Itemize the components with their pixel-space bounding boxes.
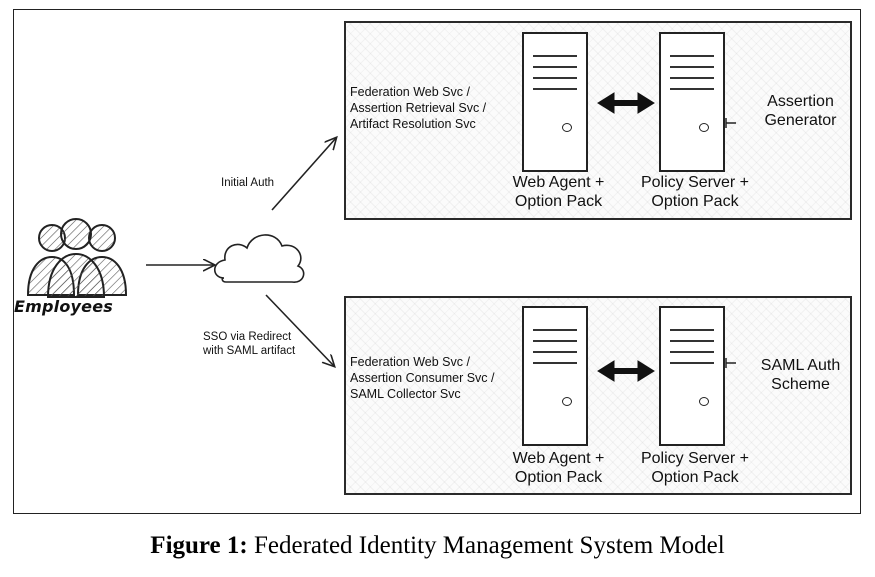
service-line: Assertion Consumer Svc / (350, 371, 495, 385)
bidirectional-arrow-icon (597, 360, 655, 382)
service-list: Federation Web Svc / Assertion Consumer … (350, 354, 495, 402)
figure-caption: Figure 1: Federated Identity Management … (0, 532, 875, 560)
policy-server-label: Policy Server +Option Pack (640, 450, 750, 486)
service-provider-panel: Federation Web Svc / Assertion Consumer … (344, 296, 852, 495)
employees-icon (26, 218, 128, 298)
policy-server-icon (659, 306, 725, 446)
web-agent-server-icon (522, 32, 588, 172)
caption-text: Federated Identity Management System Mod… (253, 532, 725, 559)
policy-server-icon (659, 32, 725, 172)
web-agent-server-icon (522, 306, 588, 446)
service-line: Artifact Resolution Svc (350, 117, 476, 131)
bidirectional-arrow-icon (597, 92, 655, 114)
diagram-overlay (26, 92, 736, 382)
service-line: Assertion Retrieval Svc / (350, 101, 487, 115)
web-agent-label: Web Agent +Option Pack (512, 450, 605, 486)
connector-icon (725, 118, 736, 128)
initial-auth-label: Initial Auth (221, 177, 275, 189)
arrow-sso-redirect (265, 294, 334, 366)
identity-provider-panel: Federation Web Svc / Assertion Retrieval… (344, 21, 852, 220)
connector-icon (725, 358, 736, 368)
service-line: SAML Collector Svc (350, 387, 461, 401)
arrow-initial-auth (271, 138, 336, 211)
diagram-frame: Federation Web Svc / Assertion Retrieval… (13, 9, 861, 514)
web-agent-label: Web Agent +Option Pack (512, 174, 605, 210)
service-line: Federation Web Svc / (350, 85, 470, 99)
caption-label: Figure 1: (150, 532, 248, 559)
service-line: Federation Web Svc / (350, 355, 470, 369)
employees-label: Employees (14, 297, 113, 316)
service-list: Federation Web Svc / Assertion Retrieval… (350, 84, 486, 132)
policy-server-label: Policy Server +Option Pack (640, 174, 750, 210)
cloud-icon (213, 234, 305, 283)
